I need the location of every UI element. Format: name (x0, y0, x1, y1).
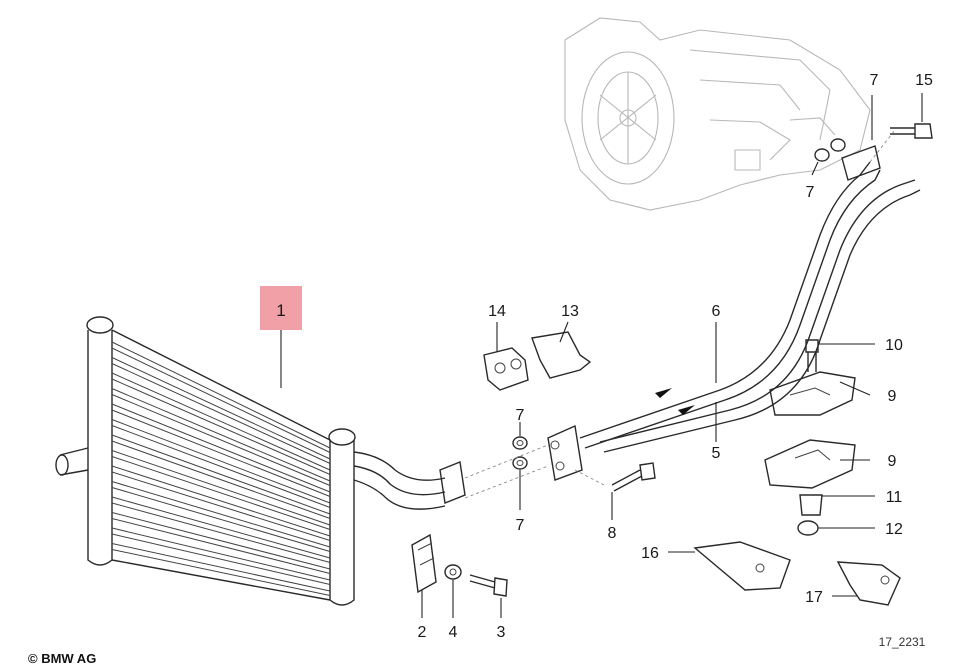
cooler-fin (111, 518, 331, 574)
cooler-fin (111, 502, 331, 563)
transmission-drawing (564, 17, 871, 211)
cooler-fin (111, 465, 331, 537)
cooler-fin (111, 388, 331, 482)
cooler-fin (111, 456, 331, 530)
cooler-fin (111, 434, 331, 515)
callout-9-upper: 9 (888, 388, 897, 405)
callout-6: 6 (712, 303, 721, 320)
callout-2: 2 (418, 624, 427, 641)
cooler-fin (111, 372, 331, 471)
cooler-fin (111, 512, 331, 570)
callout-5: 5 (712, 445, 721, 462)
small-parts-drawing (411, 123, 933, 606)
callout-7-union-bottom: 7 (516, 517, 525, 534)
callout-11: 11 (886, 489, 903, 506)
callout-14: 14 (488, 303, 506, 320)
cooler-fin (111, 341, 331, 449)
copyright-text: © BMW AG (28, 651, 96, 666)
highlight-box (260, 286, 302, 330)
callout-7-union-top: 7 (516, 407, 525, 424)
cooler-fin (111, 440, 331, 519)
callout-labels: 1 2 3 4 5 6 7 7 7 7 8 9 9 10 11 12 13 14… (276, 72, 933, 641)
cooler-fin (111, 425, 331, 508)
callout-4: 4 (449, 624, 458, 641)
callout-7-transmission-top: 7 (870, 72, 879, 89)
cooler-fin (111, 394, 331, 486)
cooler-fin (111, 543, 331, 592)
cooler-fin (111, 549, 331, 596)
callout-12: 12 (885, 521, 903, 538)
oil-cooler-drawing (55, 316, 466, 606)
cooler-fin (111, 487, 331, 552)
cooler-fin (111, 471, 331, 541)
cooler-fin (111, 419, 331, 504)
cooler-fin (111, 496, 331, 559)
oil-lines-drawing (547, 145, 921, 481)
callout-9-lower: 9 (888, 453, 897, 470)
cooler-fin (111, 403, 331, 493)
drawing-number: 17_2231 (879, 635, 926, 649)
callout-16: 16 (641, 545, 659, 562)
leader-lines (280, 93, 923, 618)
cooler-fin (111, 409, 331, 497)
cooler-fin (111, 357, 331, 460)
callout-7-transmission-bottom: 7 (806, 184, 815, 201)
callout-3: 3 (497, 624, 506, 641)
cooler-fin (111, 347, 331, 453)
cooler-fin (111, 533, 331, 585)
callout-8: 8 (608, 525, 617, 542)
callout-15: 15 (915, 72, 933, 89)
cooler-fin (111, 378, 331, 475)
cooler-fin (111, 450, 331, 526)
cooler-fin (111, 363, 331, 464)
callout-1: 1 (276, 301, 285, 320)
callout-13: 13 (561, 303, 579, 320)
callout-10: 10 (885, 337, 903, 354)
callout-17: 17 (805, 589, 823, 606)
cooler-fin (111, 481, 331, 548)
cooler-fin (111, 527, 331, 581)
